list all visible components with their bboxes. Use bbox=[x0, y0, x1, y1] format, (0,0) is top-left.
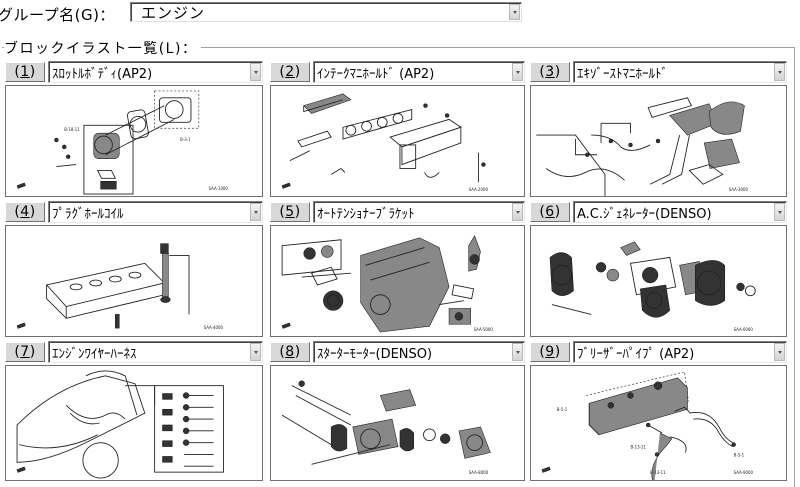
breather-pipe-diagram-icon: B-5-1 B-5-1 B-13-11 B-13-11 SAA-9000 bbox=[541, 371, 754, 480]
svg-text:SAA-6000: SAA-6000 bbox=[734, 327, 754, 332]
throttle-body-illustration[interactable]: B-18-11 B-3-1 SAA-1000 bbox=[5, 85, 263, 197]
block-2-name: ｲﾝﾃｰｸﾏﾆﾎｰﾙﾄﾞ (AP2) bbox=[317, 66, 435, 82]
block-2-number-button[interactable]: (2) bbox=[270, 62, 310, 82]
block-4-dropdown-button[interactable] bbox=[250, 203, 261, 221]
intake-manifold-diagram-icon: SAA-2000 bbox=[281, 93, 489, 192]
block-list-label: ブロックイラスト一覧(L)： bbox=[4, 38, 202, 58]
block-3-dropdown-button[interactable] bbox=[774, 63, 785, 81]
block-4-name: ﾌﾟﾗｸﾞﾎｰﾙｺｲﾙ bbox=[52, 206, 124, 222]
block-5-number-button[interactable]: (5) bbox=[270, 202, 310, 222]
block-5-name: ｵｰﾄﾃﾝｼｮﾅｰﾌﾞﾗｹｯﾄ bbox=[317, 206, 415, 222]
chevron-down-icon bbox=[515, 350, 520, 354]
exhaust-manifold-illustration[interactable]: SAA-3000 bbox=[530, 85, 787, 197]
group-select-value: エンジン bbox=[141, 3, 206, 22]
starter-motor-diagram-icon: SAA-8000 bbox=[281, 380, 491, 475]
block-1-name: ｽﾛｯﾄﾙﾎﾞﾃﾞｨ(AP2) bbox=[52, 66, 153, 82]
block-2-dropdown-button[interactable] bbox=[512, 63, 523, 81]
block-5-dropdown-button[interactable] bbox=[512, 203, 523, 221]
svg-text:SAA-8000: SAA-8000 bbox=[469, 470, 489, 475]
plug-hole-coil-diagram-icon: SAA-4000 bbox=[16, 243, 224, 330]
svg-text:B-13-11: B-13-11 bbox=[630, 445, 646, 450]
block-3-select[interactable]: ｴｷｿﾞｰｽﾄﾏﾆﾎｰﾙﾄﾞ bbox=[573, 61, 787, 83]
auto-tensioner-bracket-illustration[interactable]: SAA-5000 bbox=[270, 225, 525, 337]
svg-text:SAA-5000: SAA-5000 bbox=[474, 327, 494, 332]
block-5-select[interactable]: ｵｰﾄﾃﾝｼｮﾅｰﾌﾞﾗｹｯﾄ bbox=[313, 201, 525, 223]
block-6-select[interactable]: A.C.ｼﾞｪﾈﾚｰﾀｰ(DENSO) bbox=[573, 201, 787, 223]
chevron-down-icon bbox=[515, 210, 520, 214]
block-3-number-button[interactable]: (3) bbox=[530, 62, 570, 82]
block-1-select[interactable]: ｽﾛｯﾄﾙﾎﾞﾃﾞｨ(AP2) bbox=[48, 61, 263, 83]
block-9-dropdown-button[interactable] bbox=[774, 343, 785, 361]
block-8-number-button[interactable]: (8) bbox=[270, 342, 310, 362]
block-6-number-button[interactable]: (6) bbox=[530, 202, 570, 222]
svg-text:B-18-11: B-18-11 bbox=[64, 127, 80, 132]
chevron-down-icon bbox=[512, 10, 517, 14]
block-6-dropdown-button[interactable] bbox=[774, 203, 785, 221]
chevron-down-icon bbox=[777, 210, 782, 214]
block-4-select[interactable]: ﾌﾟﾗｸﾞﾎｰﾙｺｲﾙ bbox=[48, 201, 263, 223]
block-8-dropdown-button[interactable] bbox=[512, 343, 523, 361]
chevron-down-icon bbox=[515, 70, 520, 74]
ac-generator-illustration[interactable]: SAA-6000 bbox=[530, 225, 787, 337]
group-row: グループ名(G)： bbox=[0, 2, 130, 26]
group-select-dropdown-button[interactable] bbox=[509, 4, 520, 20]
svg-text:B-5-1: B-5-1 bbox=[557, 407, 568, 412]
intake-manifold-illustration[interactable]: SAA-2000 bbox=[270, 85, 525, 197]
group-label: グループ名(G)： bbox=[0, 5, 115, 24]
svg-text:SAA-3000: SAA-3000 bbox=[729, 187, 749, 192]
block-7-name: ｴﾝｼﾞﾝﾜｲﾔｰﾊｰﾈｽ bbox=[52, 346, 137, 362]
svg-text:SAA-1000: SAA-1000 bbox=[209, 186, 229, 191]
throttle-body-diagram-icon: B-18-11 B-3-1 SAA-1000 bbox=[16, 90, 229, 195]
svg-text:SAA-4000: SAA-4000 bbox=[204, 325, 224, 330]
starter-motor-illustration[interactable]: SAA-8000 bbox=[270, 365, 525, 481]
block-7-number-button[interactable]: (7) bbox=[5, 342, 45, 362]
block-9-name: ﾌﾞﾘｰｻﾞｰﾊﾟｲﾌﾟ (AP2) bbox=[577, 346, 695, 362]
block-9-number-button[interactable]: (9) bbox=[530, 342, 570, 362]
engine-wire-harness-diagram-icon bbox=[16, 370, 224, 479]
plug-hole-coil-illustration[interactable]: SAA-4000 bbox=[5, 225, 263, 337]
svg-text:SAA-9000: SAA-9000 bbox=[734, 470, 754, 475]
svg-text:B-5-1: B-5-1 bbox=[734, 452, 745, 457]
chevron-down-icon bbox=[253, 350, 258, 354]
block-9-select[interactable]: ﾌﾞﾘｰｻﾞｰﾊﾟｲﾌﾟ (AP2) bbox=[573, 341, 787, 363]
svg-text:B-13-11: B-13-11 bbox=[650, 470, 666, 475]
svg-text:SAA-2000: SAA-2000 bbox=[469, 187, 489, 192]
block-8-select[interactable]: ｽﾀｰﾀｰﾓｰﾀｰ(DENSO) bbox=[313, 341, 525, 363]
auto-tensioner-bracket-diagram-icon: SAA-5000 bbox=[281, 235, 494, 333]
block-list-frame bbox=[2, 47, 795, 487]
svg-text:B-3-1: B-3-1 bbox=[180, 137, 191, 142]
block-7-select[interactable]: ｴﾝｼﾞﾝﾜｲﾔｰﾊｰﾈｽ bbox=[48, 341, 263, 363]
chevron-down-icon bbox=[253, 210, 258, 214]
block-4-number-button[interactable]: (4) bbox=[5, 202, 45, 222]
chevron-down-icon bbox=[253, 70, 258, 74]
breather-pipe-illustration[interactable]: B-5-1 B-5-1 B-13-11 B-13-11 SAA-9000 bbox=[530, 365, 787, 481]
engine-wire-harness-illustration[interactable] bbox=[5, 365, 263, 481]
block-2-select[interactable]: ｲﾝﾃｰｸﾏﾆﾎｰﾙﾄﾞ (AP2) bbox=[313, 61, 525, 83]
block-3-name: ｴｷｿﾞｰｽﾄﾏﾆﾎｰﾙﾄﾞ bbox=[577, 66, 668, 82]
block-1-number-button[interactable]: (1) bbox=[5, 62, 45, 82]
exhaust-manifold-diagram-icon: SAA-3000 bbox=[536, 97, 749, 196]
group-select[interactable]: エンジン bbox=[130, 2, 522, 22]
block-1-dropdown-button[interactable] bbox=[250, 63, 261, 81]
block-6-name: A.C.ｼﾞｪﾈﾚｰﾀｰ(DENSO) bbox=[577, 206, 712, 222]
block-7-dropdown-button[interactable] bbox=[250, 343, 261, 361]
block-8-name: ｽﾀｰﾀｰﾓｰﾀｰ(DENSO) bbox=[317, 346, 433, 362]
chevron-down-icon bbox=[777, 350, 782, 354]
ac-generator-diagram-icon: SAA-6000 bbox=[549, 241, 756, 332]
chevron-down-icon bbox=[777, 70, 782, 74]
